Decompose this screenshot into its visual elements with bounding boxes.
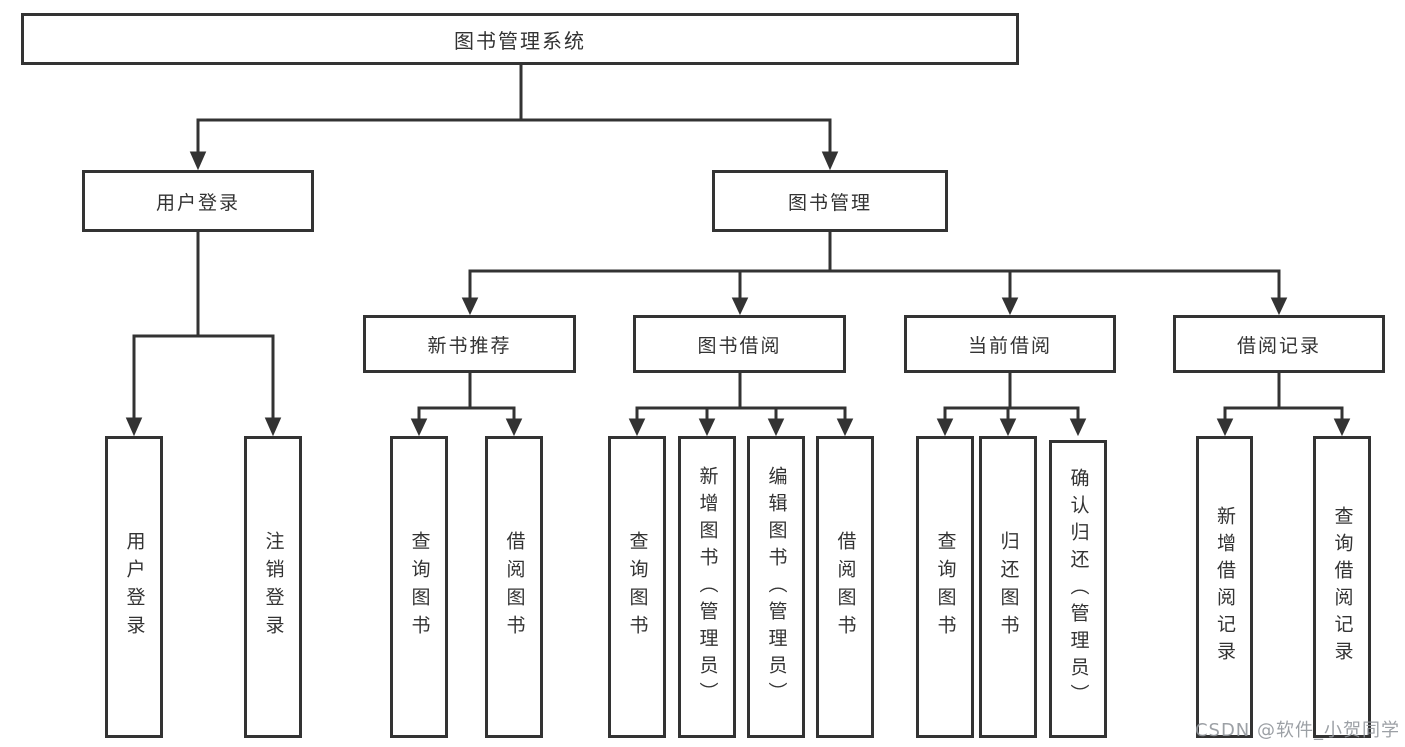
leaf-edit-books-admin: 编辑图书（管理员） — [747, 436, 805, 738]
node-book-borrow-label: 图书借阅 — [697, 334, 782, 357]
node-root-label: 图书管理系统 — [454, 28, 586, 53]
leaf-borrow-books: 借阅图书 — [816, 436, 874, 738]
node-current-borrow: 当前借阅 — [904, 315, 1116, 373]
connector-current-borrow-to-leaves — [936, 373, 1087, 437]
leaf-logout-label: 注销登录 — [262, 531, 285, 643]
node-book-management: 图书管理 — [712, 170, 948, 232]
leaf-confirm-return-admin: 确认归还（管理员） — [1049, 440, 1107, 738]
leaf-query-books-recommend: 查询图书 — [390, 436, 448, 738]
leaf-query-books-borrow: 查询图书 — [608, 436, 666, 738]
leaf-add-borrow-record-label: 新增借阅记录 — [1214, 506, 1236, 668]
connector-user-login-to-leaves — [125, 232, 282, 437]
node-borrow-records-label: 借阅记录 — [1236, 334, 1321, 357]
node-current-borrow-label: 当前借阅 — [967, 334, 1052, 357]
node-root: 图书管理系统 — [21, 13, 1019, 65]
node-book-borrow: 图书借阅 — [633, 315, 846, 373]
watermark: CSDN @软件_小贺同学 — [1194, 720, 1400, 741]
connector-book-management-to-level3 — [461, 232, 1288, 316]
leaf-edit-books-admin-label: 编辑图书（管理员） — [765, 465, 788, 709]
leaf-query-books-current-label: 查询图书 — [934, 531, 957, 643]
leaf-query-borrow-record-label: 查询借阅记录 — [1331, 506, 1354, 668]
node-book-management-label: 图书管理 — [787, 191, 872, 214]
leaf-return-books-label: 归还图书 — [997, 531, 1020, 643]
leaf-query-books-borrow-label: 查询图书 — [626, 531, 649, 643]
leaf-user-login-label: 用户登录 — [123, 531, 146, 643]
connector-book-borrow-to-leaves — [628, 373, 854, 437]
node-new-book-recommend-label: 新书推荐 — [427, 334, 512, 357]
node-borrow-records: 借阅记录 — [1173, 315, 1385, 373]
leaf-logout: 注销登录 — [244, 436, 302, 738]
leaf-query-borrow-record: 查询借阅记录 — [1313, 436, 1371, 738]
leaf-borrow-books-recommend-label: 借阅图书 — [503, 531, 526, 643]
leaf-add-books-admin-label: 新增图书（管理员） — [696, 465, 719, 709]
leaf-add-books-admin: 新增图书（管理员） — [678, 436, 736, 738]
leaf-add-borrow-record: 新增借阅记录 — [1196, 436, 1253, 738]
node-user-login: 用户登录 — [82, 170, 314, 232]
leaf-query-books-recommend-label: 查询图书 — [408, 531, 431, 643]
connector-root-to-level2 — [189, 65, 839, 171]
connector-borrow-records-to-leaves — [1216, 373, 1351, 437]
leaf-query-books-current: 查询图书 — [916, 436, 974, 738]
node-new-book-recommend: 新书推荐 — [363, 315, 576, 373]
leaf-borrow-books-recommend: 借阅图书 — [485, 436, 543, 738]
leaf-user-login: 用户登录 — [105, 436, 163, 738]
leaf-confirm-return-admin-label: 确认归还（管理员） — [1067, 467, 1090, 711]
leaf-return-books: 归还图书 — [979, 436, 1037, 738]
leaf-borrow-books-label: 借阅图书 — [834, 531, 857, 643]
node-user-login-label: 用户登录 — [155, 191, 240, 214]
connector-new-book-recommend-to-leaves — [410, 373, 523, 437]
